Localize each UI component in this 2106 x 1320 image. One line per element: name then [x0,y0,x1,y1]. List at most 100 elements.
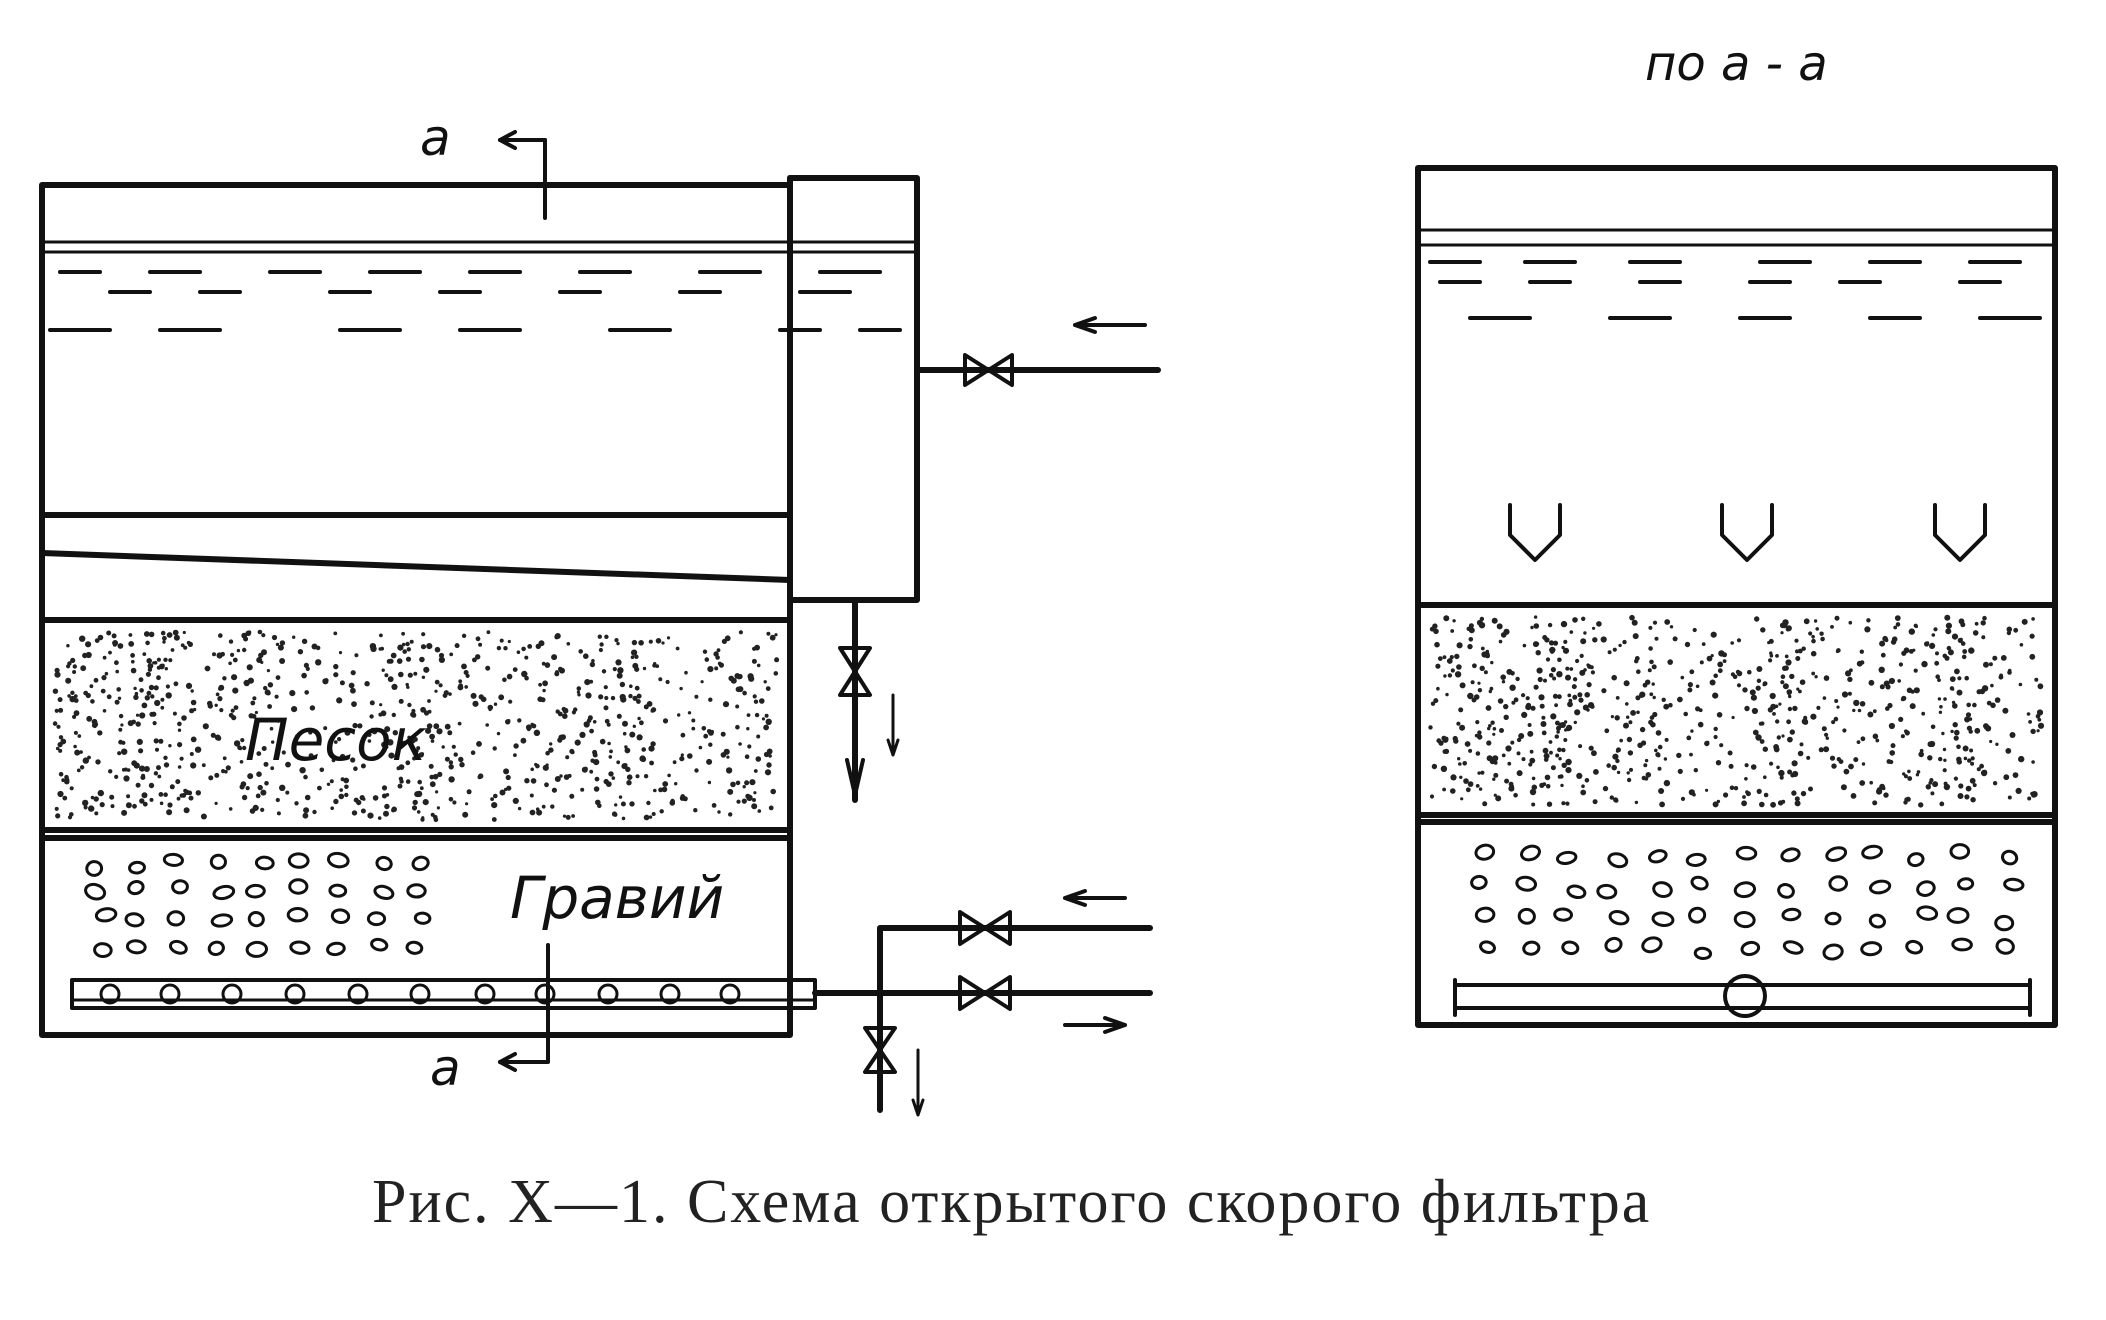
sand-grain [738,630,744,635]
sand-grain [339,788,344,792]
sand-grain [506,785,512,791]
gravel-pebble [373,884,395,900]
sand-grain [1736,638,1742,643]
sand-grain [384,726,391,733]
sand-grain [1810,713,1817,720]
gravel-pebble [124,912,145,928]
sand-grain [425,727,432,734]
drain-hole [347,983,369,1005]
sand-grain [492,746,497,751]
sand-grain [637,716,641,721]
sand-grain [1823,746,1830,753]
sand-grain [1450,629,1455,633]
sand-grain [163,792,168,797]
sand-grain [598,694,604,700]
sand-grain [315,659,322,666]
sand-grain [1706,655,1713,662]
gravel-pebble [1733,911,1756,929]
sand-grain [535,643,541,649]
sand-grain [1956,744,1961,750]
gravel-pebble [212,884,236,901]
sand-grain [429,733,435,740]
sand-grain [164,667,168,671]
sand-grain [195,790,201,796]
sand-grain [97,634,104,641]
sand-grain [2007,795,2012,800]
sand-grain [1717,668,1723,674]
sand-grain [434,689,438,693]
sand-grain [1808,786,1813,792]
sand-grain [1773,746,1780,753]
sand-grain [1990,683,1994,688]
sand-grain [1503,714,1509,720]
sand-grain [1792,705,1798,712]
sand-grain [228,807,233,811]
sand-grain [538,682,542,687]
sand-grain [1829,755,1836,761]
sand-grain [162,640,166,644]
sand-grain [1791,760,1798,767]
sand-grain [420,644,427,650]
sand-grain [507,639,511,644]
sand-grain [1644,758,1649,763]
sand-grain [364,681,370,687]
sand-grain [1699,660,1704,665]
sand-grain [354,653,359,658]
sand-grain [1677,696,1683,703]
sand-grain [589,769,594,774]
sand-grain [1560,783,1564,788]
sand-grain [615,659,622,666]
section-mark-bottom: а [430,943,550,1097]
sand-grain [1586,708,1590,712]
sand-grain [769,634,776,641]
sand-grain [486,630,491,635]
sand-grain [1843,768,1850,775]
sand-grain [1875,738,1880,743]
sand-grain [438,652,445,659]
sand-grain [61,778,66,783]
sand-grain [542,764,549,771]
sand-grain [458,679,463,684]
sand-grain [1811,671,1816,676]
sand-grain [2019,643,2024,647]
sand-grain [1924,641,1930,647]
sand-grain [1717,661,1724,668]
gravel-pebble [1651,911,1675,927]
sand-grain [1552,693,1558,699]
sand-grain [1769,653,1774,658]
sand-grain [299,767,306,774]
sand-grain [90,699,95,704]
sand-grain [1838,759,1844,764]
sand-grain [277,644,284,651]
gravel-pebble [162,852,184,867]
sand-grain [1979,763,1984,769]
sand-grain [1548,673,1554,678]
sand-grain [1962,745,1969,752]
sand-grain [240,738,245,743]
sand-grain [138,677,144,683]
sand-grain [1831,763,1837,769]
sand-grain [1900,697,1905,702]
sand-grain [274,694,279,699]
sand-grain [326,782,331,786]
gravel-pebble [1515,875,1538,892]
sand-grain [1554,734,1560,739]
sand-grain [1904,730,1910,736]
sand-grain [118,713,124,719]
gravel-pebble [1517,907,1536,925]
figure-caption: Рис. X—1. Схема открытого скорого фильтр… [372,1168,1651,1236]
sand-grain [1475,784,1480,788]
sand-grain [520,737,527,744]
sand-grain [1493,772,1499,778]
sand-grain [1713,734,1718,740]
sand-grain [176,796,181,801]
sand-grain [188,795,194,801]
sand-grain [1918,802,1924,808]
sand-grain [698,745,703,750]
sand-grain [177,721,182,727]
sand-grain [1449,655,1454,660]
drain-hole [659,983,681,1005]
sand-grain [390,652,397,659]
sand-grain [2012,772,2019,778]
sand-grain [357,723,363,729]
